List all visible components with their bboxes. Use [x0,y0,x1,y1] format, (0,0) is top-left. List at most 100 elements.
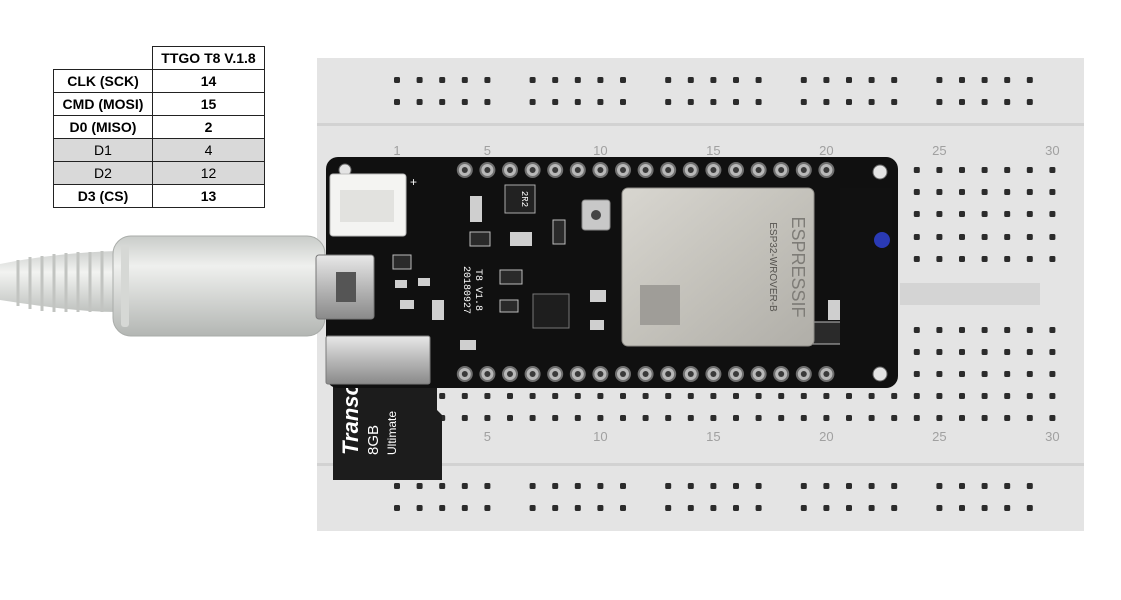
breadboard-hole [574,505,581,511]
breadboard-hole [461,77,468,83]
column-number-top: 20 [819,143,833,158]
breadboard-hole [1026,99,1033,105]
pin-signal-label: CMD (MOSI) [53,92,153,116]
breadboard-hole [891,415,898,421]
breadboard-hole [1004,99,1011,105]
breadboard-hole [484,99,491,105]
breadboard-hole [1049,211,1056,217]
breadboard-hole [1026,371,1033,377]
breadboard-hole [439,505,446,511]
breadboard-hole [529,393,536,399]
breadboard-hole [620,77,626,83]
breadboard-hole [1004,349,1011,355]
breadboard-hole [620,99,626,105]
breadboard-hole [823,415,830,421]
breadboard-hole [665,99,672,105]
breadboard-hole [913,415,920,421]
breadboard-hole [687,483,694,489]
breadboard-hole [959,327,965,333]
breadboard-hole [936,99,943,105]
breadboard-hole [913,327,920,333]
header-pin-hole [461,167,468,173]
header-pin-hole [800,167,807,173]
column-number-bottom: 25 [932,429,946,444]
breadboard-hole [620,393,626,399]
breadboard-hole [913,371,920,377]
breadboard-hole [1026,211,1033,217]
header-pin-hole [778,167,785,173]
breadboard-hole [507,415,513,421]
usb-uart-chip [532,293,570,329]
breadboard-hole [981,211,988,217]
pin-gpio-value: 12 [152,161,265,185]
breadboard-hole [913,234,920,240]
breadboard-hole [665,415,672,421]
breadboard-hole [1049,167,1056,173]
power-led [874,232,890,248]
breadboard-hole [981,189,988,195]
breadboard-hole [687,99,694,105]
header-pin-hole [755,167,762,173]
breadboard-hole [439,99,446,105]
breadboard-hole [868,483,875,489]
breadboard-hole [394,505,400,511]
breadboard-hole [552,77,559,83]
breadboard-hole [1049,415,1056,421]
breadboard-hole [687,415,694,421]
breadboard-hole [710,415,717,421]
breadboard-hole [936,415,943,421]
header-pin-hole [710,167,717,173]
breadboard-hole [597,483,604,489]
breadboard-hole [981,234,988,240]
breadboard-hole [913,167,920,173]
breadboard-hole [710,99,717,105]
pin-signal-label: D3 (CS) [53,184,153,208]
breadboard-hole [981,167,988,173]
breadboard-hole [552,393,559,399]
table-row: CMD (MOSI)15 [53,92,265,116]
header-pin-hole [484,167,491,173]
breadboard-hole [529,483,536,489]
breadboard-hole [597,415,604,421]
breadboard-hole [959,393,965,399]
header-pin-hole [461,371,468,377]
breadboard-hole [1049,371,1056,377]
module-name: ESP32-WROVER-B [767,222,778,312]
breadboard-hole [574,77,581,83]
breadboard-hole [1049,234,1056,240]
header-pin-hole [823,167,830,173]
module-antenna [840,188,892,350]
column-number-bottom: 15 [706,429,720,444]
breadboard-hole [891,505,898,511]
breadboard-hole [800,99,807,105]
breadboard-hole [1004,77,1011,83]
header-pin-hole [620,371,626,377]
breadboard-hole [913,349,920,355]
header-pin-hole [733,167,739,173]
breadboard-hole [484,77,491,83]
breadboard-hole [959,349,965,355]
breadboard-hole [755,505,762,511]
breadboard-hole [620,505,626,511]
breadboard-hole [1026,234,1033,240]
breadboard-hole [936,167,943,173]
header-pin-hole [687,167,694,173]
breadboard-hole [959,256,965,262]
breadboard-hole [936,349,943,355]
breadboard-hole [981,349,988,355]
breadboard-hole [981,505,988,511]
breadboard-hole [800,77,807,83]
breadboard-hole [665,393,672,399]
breadboard-hole [461,393,468,399]
column-number-top: 5 [484,143,491,158]
pin-gpio-value: 4 [152,138,265,162]
header-pin-hole [642,167,649,173]
breadboard-hole [733,483,739,489]
breadboard-hole [1026,327,1033,333]
breadboard-hole [913,211,920,217]
header-pin-hole [574,167,581,173]
column-number-top: 15 [706,143,720,158]
breadboard-hole [574,483,581,489]
breadboard-hole [868,393,875,399]
